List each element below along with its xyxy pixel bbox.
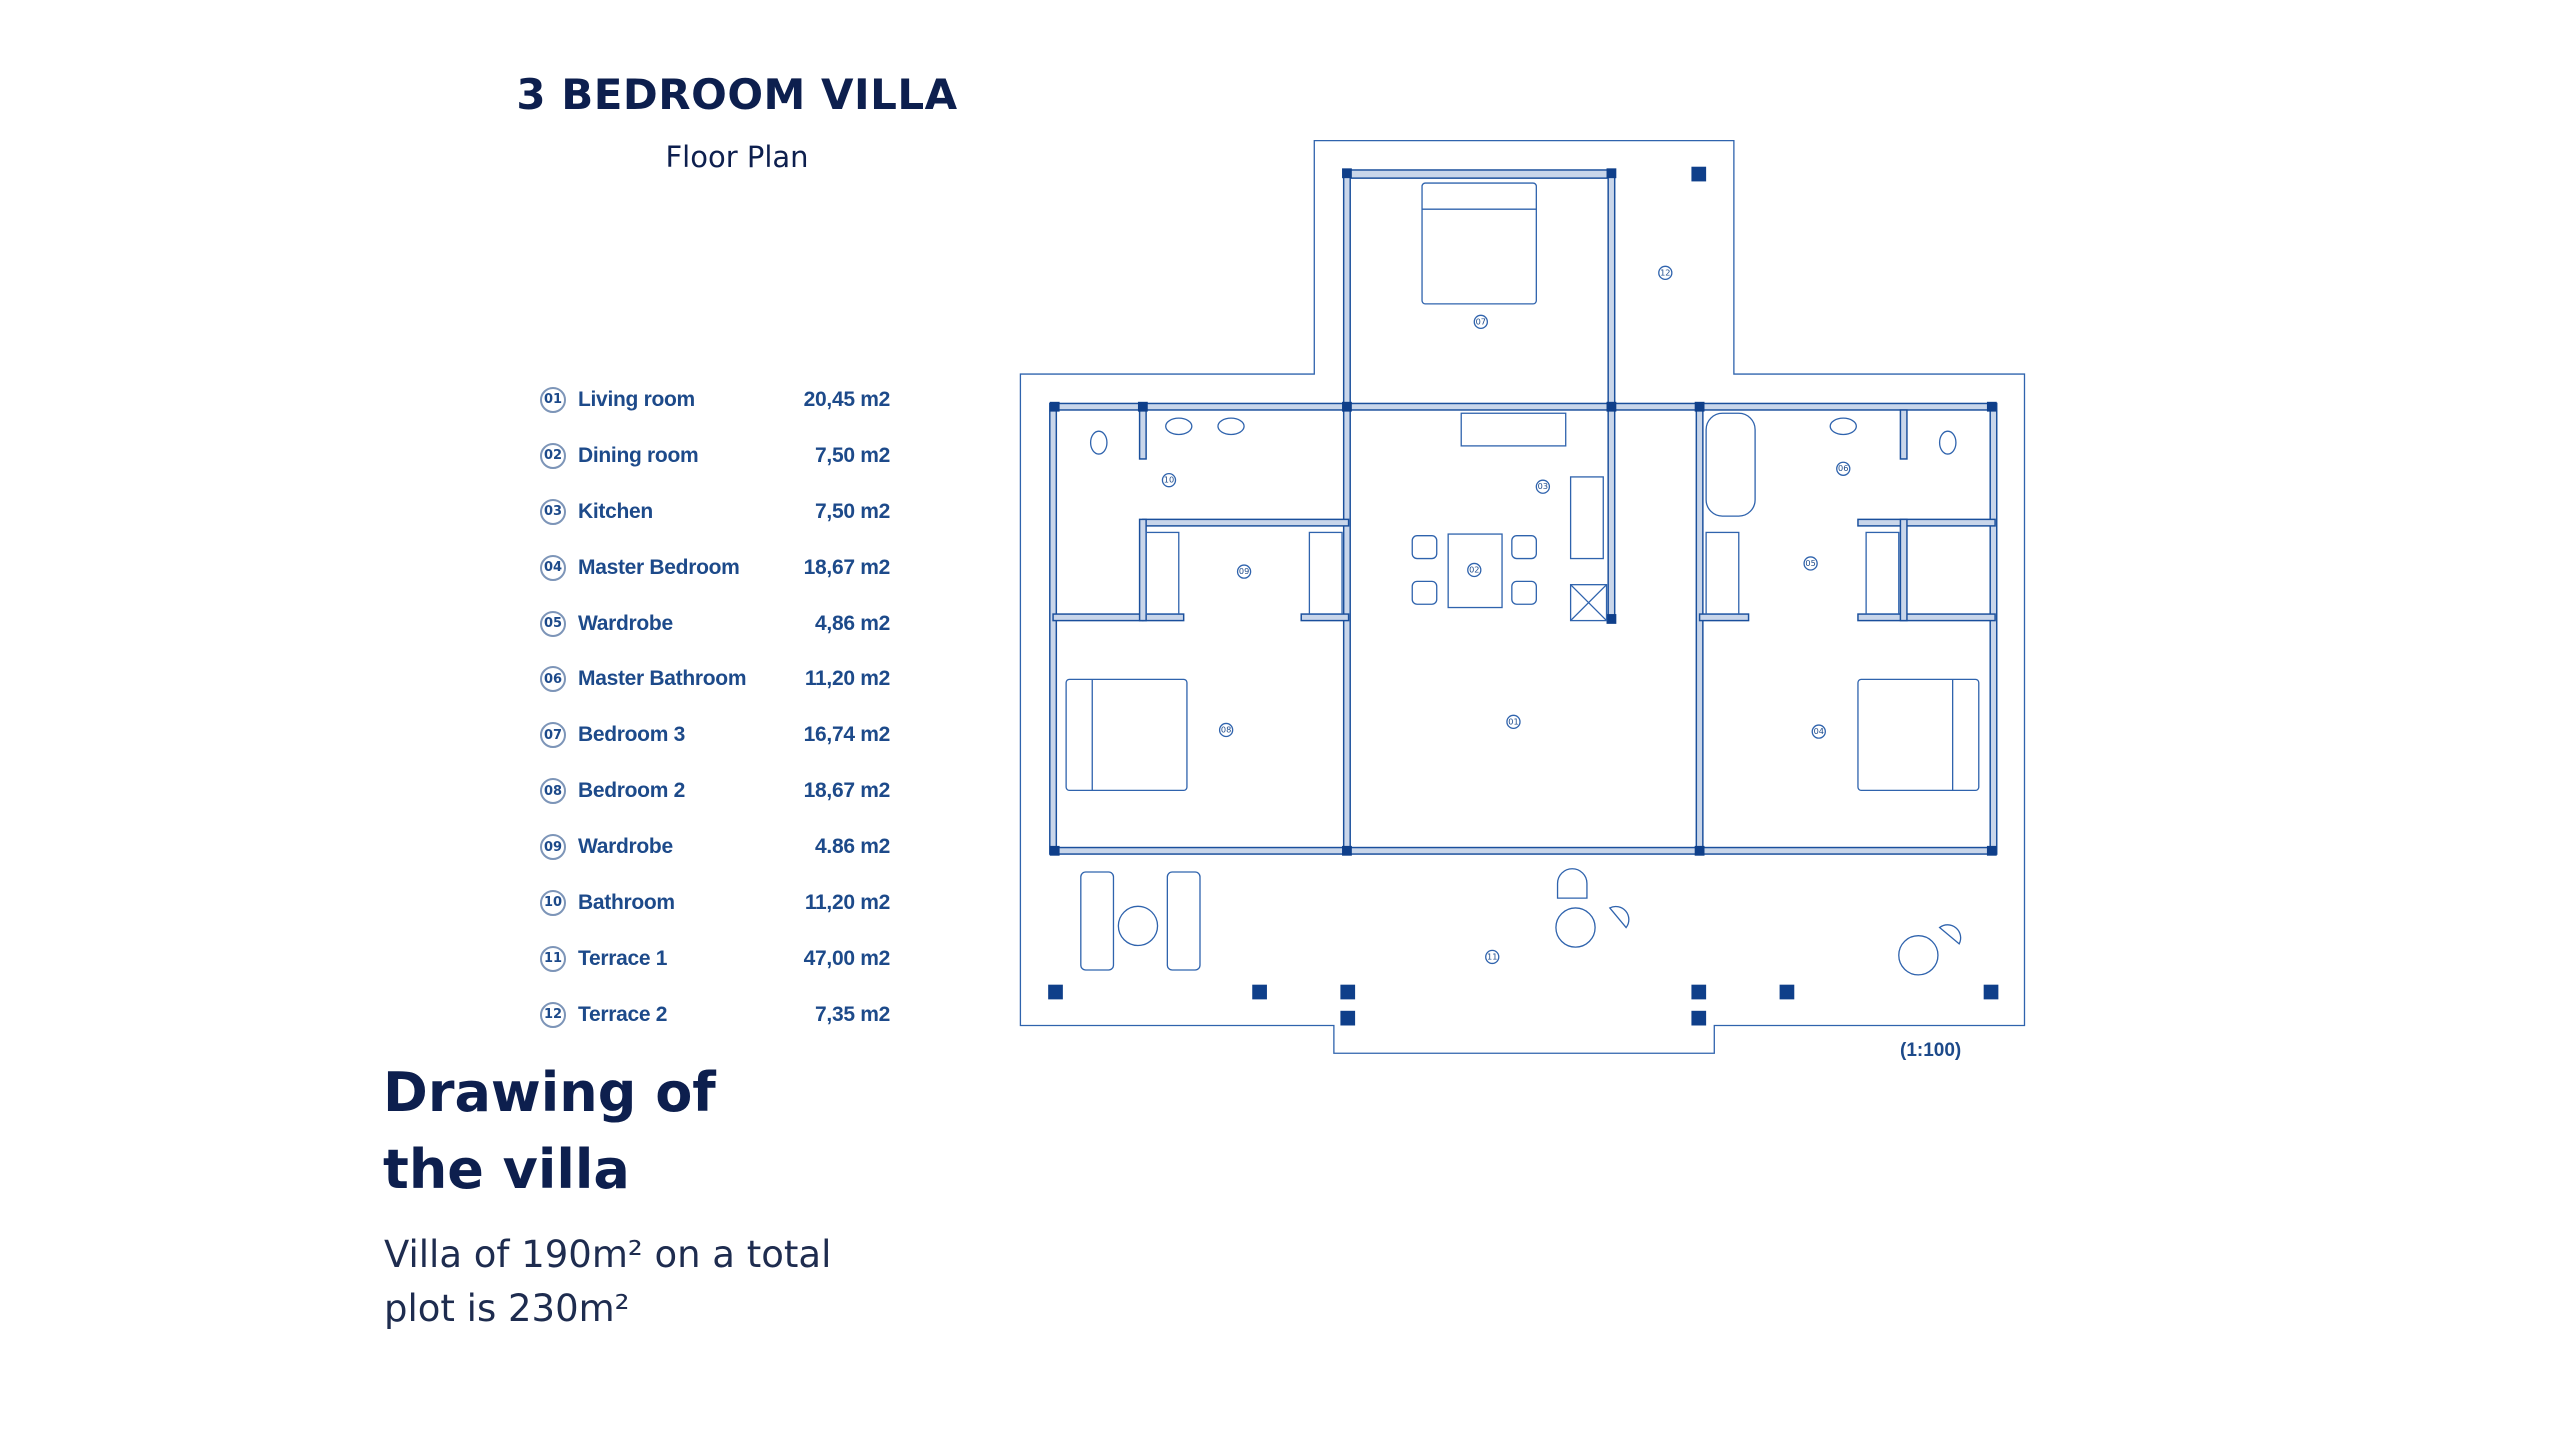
legend-row: 04 Master Bedroom 18,67 m2 bbox=[540, 540, 890, 596]
kitchen-counter-icon bbox=[1460, 412, 1567, 447]
room-name: Master Bedroom bbox=[578, 555, 740, 579]
room-name: Wardrobe bbox=[578, 611, 673, 635]
room-area: 18,67 m2 bbox=[803, 779, 891, 803]
room-label: 10 bbox=[1164, 475, 1174, 485]
legend-row: 08 Bedroom 2 18,67 m2 bbox=[540, 763, 890, 819]
terrace-table-icon bbox=[1555, 907, 1596, 948]
page-title: 3 BEDROOM VILLA bbox=[516, 70, 958, 119]
toilet-icon bbox=[1938, 430, 1957, 455]
room-label: 06 bbox=[1838, 463, 1848, 473]
room-label: 09 bbox=[1239, 566, 1249, 576]
plot-outline bbox=[1019, 139, 2026, 1054]
room-number: 06 bbox=[540, 666, 566, 693]
room-label: 05 bbox=[1805, 558, 1815, 568]
room-number: 11 bbox=[540, 945, 566, 972]
legend-row: 10 Bathroom 11,20 m2 bbox=[540, 875, 890, 931]
room-name: Master Bathroom bbox=[578, 667, 747, 691]
sink-icon bbox=[1165, 417, 1193, 436]
room-area: 47,00 m2 bbox=[803, 946, 891, 970]
room-legend: 01 Living room 20,45 m2 02 Dining room 7,50 … bbox=[540, 372, 890, 1043]
dining-table-icon bbox=[1447, 533, 1503, 609]
legend-row: 01 Living room 20,45 m2 bbox=[540, 372, 890, 428]
toilet-icon bbox=[1089, 430, 1108, 455]
legend-row: 06 Master Bathroom 11,20 m2 bbox=[540, 651, 890, 707]
room-area: 7,50 m2 bbox=[815, 443, 890, 467]
room-name: Wardrobe bbox=[578, 835, 673, 859]
room-number: 10 bbox=[540, 889, 566, 916]
legend-row: 02 Dining room 7,50 m2 bbox=[540, 428, 890, 484]
room-label: 12 bbox=[1660, 267, 1670, 277]
room-name: Dining room bbox=[578, 443, 699, 467]
room-name: Bedroom 2 bbox=[578, 779, 685, 803]
section-heading: Drawing of the villa bbox=[383, 1054, 716, 1208]
room-name: Terrace 1 bbox=[578, 946, 668, 970]
room-number: 02 bbox=[540, 442, 566, 469]
bathtub-icon bbox=[1705, 412, 1756, 517]
room-number: 09 bbox=[540, 834, 566, 861]
terrace-table-icon bbox=[1898, 935, 1939, 976]
legend-row: 07 Bedroom 3 16,74 m2 bbox=[540, 707, 890, 763]
bed-icon bbox=[1421, 182, 1537, 305]
section-heading-line: the villa bbox=[383, 1138, 630, 1201]
room-number: 08 bbox=[540, 778, 566, 805]
room-number: 12 bbox=[540, 1001, 566, 1028]
room-label: 07 bbox=[1476, 316, 1486, 326]
legend-row: 12 Terrace 2 7,35 m2 bbox=[540, 987, 890, 1043]
room-label: 04 bbox=[1814, 726, 1824, 736]
page-subtitle: Floor Plan bbox=[665, 140, 809, 174]
description-line: plot is 230m² bbox=[384, 1287, 630, 1330]
legend-row: 11 Terrace 1 47,00 m2 bbox=[540, 931, 890, 987]
furniture bbox=[1065, 182, 1980, 976]
legend-row: 03 Kitchen 7,50 m2 bbox=[540, 484, 890, 540]
room-number: 01 bbox=[540, 386, 566, 413]
room-name: Bedroom 3 bbox=[578, 723, 685, 747]
room-number: 03 bbox=[540, 498, 566, 525]
bed-icon bbox=[1857, 678, 1980, 792]
room-area: 18,67 m2 bbox=[803, 555, 891, 579]
plan-scale: (1:100) bbox=[1900, 1040, 1962, 1061]
room-number: 05 bbox=[540, 610, 566, 637]
room-number: 07 bbox=[540, 722, 566, 749]
room-label: 03 bbox=[1538, 481, 1548, 491]
room-name: Bathroom bbox=[578, 890, 675, 914]
room-name: Kitchen bbox=[578, 499, 653, 523]
sink-icon bbox=[1829, 417, 1857, 436]
room-area: 11,20 m2 bbox=[804, 667, 890, 691]
room-area: 4,86 m2 bbox=[815, 611, 890, 635]
section-heading-line: Drawing of bbox=[383, 1061, 716, 1124]
room-area: 11,20 m2 bbox=[804, 890, 890, 914]
description-line: Villa of 190m² on a total bbox=[384, 1233, 832, 1276]
room-area: 20,45 m2 bbox=[803, 387, 891, 411]
bed-icon bbox=[1065, 678, 1188, 792]
room-area: 4.86 m2 bbox=[815, 835, 890, 859]
room-labels: 01 02 03 04 05 06 07 08 09 10 11 12 bbox=[1161, 265, 1851, 965]
room-area: 7,35 m2 bbox=[815, 1002, 890, 1026]
legend-row: 09 Wardrobe 4.86 m2 bbox=[540, 819, 890, 875]
room-name: Terrace 2 bbox=[578, 1002, 668, 1026]
legend-row: 05 Wardrobe 4,86 m2 bbox=[540, 596, 890, 652]
walls bbox=[1049, 169, 1998, 855]
room-label: 02 bbox=[1469, 564, 1479, 574]
room-label: 11 bbox=[1487, 951, 1497, 961]
room-area: 7,50 m2 bbox=[815, 499, 890, 523]
section-description: Villa of 190m² on a total plot is 230m² bbox=[384, 1228, 904, 1336]
room-number: 04 bbox=[540, 554, 566, 581]
room-area: 16,74 m2 bbox=[803, 723, 891, 747]
room-label: 01 bbox=[1508, 716, 1518, 726]
room-label: 08 bbox=[1221, 724, 1231, 734]
sun-lounger-icon bbox=[1166, 871, 1201, 971]
structural-columns bbox=[1048, 166, 1999, 1026]
sun-lounger-icon bbox=[1080, 871, 1115, 971]
room-name: Living room bbox=[578, 387, 695, 411]
